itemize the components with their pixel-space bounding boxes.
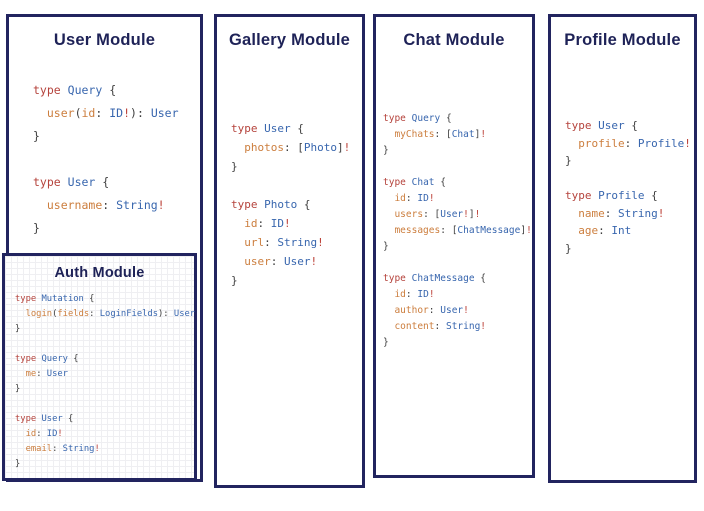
panel-title-user: User Module xyxy=(53,31,156,49)
code-line xyxy=(15,397,194,412)
code-line: } xyxy=(565,154,572,167)
code-line: myChats: [Chat]! xyxy=(394,129,487,140)
code-line: } xyxy=(383,145,389,156)
panel-title-chat: Chat Module xyxy=(403,31,505,49)
code-line: } xyxy=(33,129,40,143)
code-line: type Query { xyxy=(383,113,452,124)
code-line: type ChatMessage { xyxy=(383,273,487,284)
code-line: } xyxy=(15,324,21,334)
code-line: username: String! xyxy=(46,198,165,212)
code-block-chat: type Query { myChats: [Chat]!} type Chat… xyxy=(383,111,532,351)
code-line: id: ID! xyxy=(25,429,63,439)
code-line xyxy=(231,176,362,195)
code-line: } xyxy=(33,221,40,235)
code-line: } xyxy=(383,241,389,252)
code-line: type User { xyxy=(565,119,638,132)
code-line: type Profile { xyxy=(565,189,658,202)
code-line: type Photo { xyxy=(231,198,311,211)
code-line: login(fields: LoginFields): User xyxy=(25,309,196,319)
code-line: age: Int xyxy=(578,224,632,237)
code-line: user: User! xyxy=(244,255,318,268)
code-line: type User { xyxy=(15,414,74,424)
code-line xyxy=(33,148,200,171)
code-line xyxy=(383,159,532,175)
code-line: type Query { xyxy=(33,83,117,97)
code-line: type Query { xyxy=(15,354,79,364)
code-line xyxy=(565,170,694,188)
code-line: url: String! xyxy=(244,236,324,249)
code-line: type User { xyxy=(33,175,110,189)
code-line: content: String! xyxy=(394,321,487,332)
code-line: type Mutation { xyxy=(15,294,95,304)
panel-title-gallery: Gallery Module xyxy=(228,31,351,49)
code-line: id: ID! xyxy=(244,217,291,230)
code-line: } xyxy=(383,337,389,348)
code-line xyxy=(15,337,194,352)
code-line: type User { xyxy=(231,122,304,135)
code-line: id: ID! xyxy=(394,193,435,204)
code-line: profile: Profile! xyxy=(578,136,691,150)
code-line: } xyxy=(15,459,21,469)
code-block-auth: type Mutation { login(fields: LoginField… xyxy=(15,292,196,472)
code-block-user: type Query { user(id: ID!): User} type U… xyxy=(33,79,200,240)
code-line xyxy=(383,255,532,271)
code-line: } xyxy=(231,274,238,287)
code-line: email: String! xyxy=(25,444,100,454)
code-line: me: User xyxy=(25,369,68,379)
module-panel-chat: Chat Module type Query { myChats: [Chat]… xyxy=(373,14,535,478)
code-line: photos: [Photo]! xyxy=(244,141,351,154)
code-line: users: [User!]! xyxy=(394,209,481,220)
code-line: author: User! xyxy=(394,305,469,316)
code-line: user(id: ID!): User xyxy=(46,106,179,120)
code-line: } xyxy=(231,160,238,173)
code-line: name: String! xyxy=(578,206,665,220)
code-line: } xyxy=(565,241,572,255)
code-line: } xyxy=(15,384,21,394)
module-panel-gallery: Gallery Module type User { photos: [Phot… xyxy=(214,14,365,488)
code-line: id: ID! xyxy=(394,289,435,300)
module-panel-auth: Auth Module type Mutation { login(fields… xyxy=(2,253,197,481)
panel-title-auth: Auth Module xyxy=(54,265,145,281)
code-line: messages: [ChatMessage]! xyxy=(394,225,532,236)
code-block-profile: type User { profile: Profile!} type Prof… xyxy=(565,117,694,257)
module-panel-profile: Profile Module type User { profile: Prof… xyxy=(548,14,697,483)
code-block-gallery: type User { photos: [Photo]!} type Photo… xyxy=(231,119,362,290)
code-line: type Chat { xyxy=(383,177,446,188)
panel-title-profile: Profile Module xyxy=(564,31,681,49)
